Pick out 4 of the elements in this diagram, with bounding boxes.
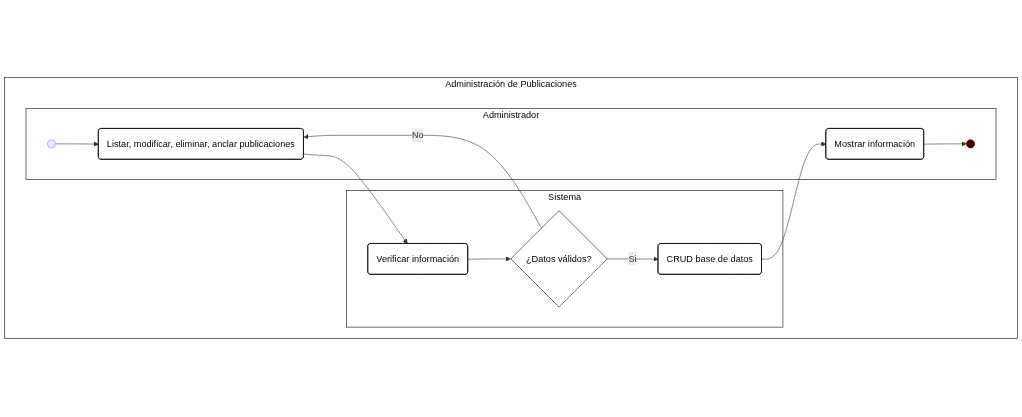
edge-label: Si xyxy=(628,254,637,264)
edge-label: No xyxy=(411,130,424,141)
node-circle xyxy=(47,140,56,149)
node-diamond: ¿Datos válidos? xyxy=(510,210,608,308)
